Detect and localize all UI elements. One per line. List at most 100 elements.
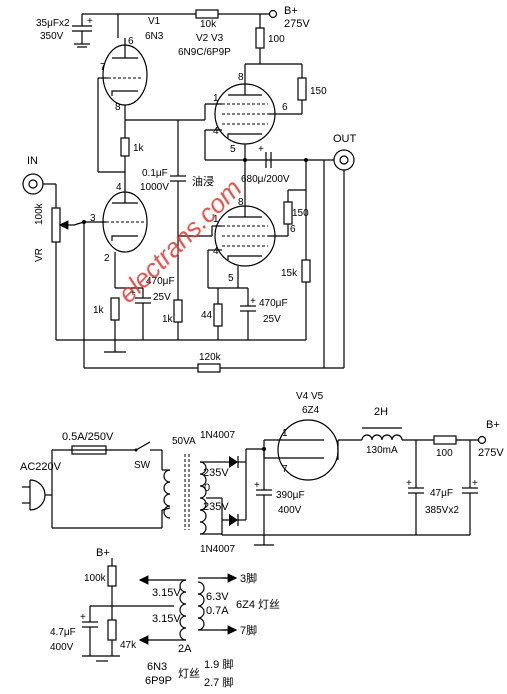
resistor-15k-label: 15k [281,268,298,279]
cap-47u-voltage: 400V [50,642,74,653]
in-label: IN [27,155,38,167]
choke-label: 2H [374,406,388,418]
pin-1b: 1 [213,214,219,225]
choke-coil [338,427,434,441]
cap-01uf-label: 0.1μF [142,168,168,179]
resistor-10k: 10k [195,9,219,30]
fil-word-label: 灯丝 [178,667,200,680]
volume-pot: VR 100k [34,202,85,340]
out-label: OUT [333,133,357,145]
pin-27-label: 2.7 脚 [204,675,233,689]
tube-v2: 8 1 6 4 5 [204,63,302,160]
heater-transformer: 3.15V 3.15V 3脚 6.3V 0.7A 6Z4 灯丝 7脚 2A 6N… [138,571,280,689]
pin-1a: 1 [213,93,219,104]
diode-bottom-label: 1N4007 [200,544,235,555]
choke-current: 130mA [366,445,398,456]
v2v3-label: V2 V3 [196,33,224,44]
v1-label: V1 [148,16,161,27]
vr-value: 100k [34,202,45,225]
power-switch[interactable]: SW [106,441,162,471]
cap-47uf-label: 47μF [430,488,453,499]
bplus-voltage-top: 275V [284,18,310,30]
v4v5-type: 6Z4 [302,405,320,416]
resistor-44-label: 44 [201,310,213,321]
bplus-terminal-top: B+ 275V [268,5,310,30]
v315a-label: 3.15V [152,587,181,599]
heater-bias: 100k + 4.7μF 400V 47k [50,558,148,662]
fil-tubes2-label: 6P9P [145,675,172,687]
cap-01uf: 0.1μF 1000V 油浸 [140,120,214,237]
resistor-1k-b: 1k [162,236,183,340]
cap-470uf-a: + 470μF 25V [130,276,175,340]
pin-5b: 5 [228,273,234,284]
pin-6b: 6 [290,224,296,235]
sec-235b: 235V [203,501,229,513]
fuse: 0.5A/250V [62,431,114,455]
resistor-100-top-label: 100 [268,34,285,45]
resistor-1k-mid-label: 1k [133,143,145,154]
resistor-1k-mid: 1k [120,119,205,172]
resistor-47k-label: 47k [120,640,137,651]
cap-470uf-a-label: 470μF [146,276,175,287]
v1-type: 6N3 [145,31,164,42]
pin-3-label: 3脚 [240,571,257,585]
cap-470uf-b-label: 470μF [259,298,288,309]
v2v3-type: 6N9C/6P9P [178,47,231,58]
pin-6: 6 [128,36,134,47]
resistor-44: 44 [201,288,223,340]
cap-47u-label: 4.7μF [50,627,76,638]
svg-text:+: + [254,480,260,491]
tube-v3: 8 1 6 4 5 [207,160,296,289]
svg-text:+: + [406,478,412,489]
cap-470uf-a-voltage: 25V [153,292,171,303]
output-jack: OUT [324,133,357,369]
cap-470uf-b-voltage: 25V [263,314,281,325]
sec-0: 0 [204,482,210,494]
resistor-150-top: 150 [280,64,327,115]
v315b-label: 3.15V [152,613,181,625]
pin-7-label: 7脚 [240,623,257,637]
mains-plug [22,450,53,528]
svg-text:+: + [130,288,136,299]
cap-390uf-label: 390μF [276,490,305,501]
pin-7: 7 [100,62,106,73]
ac-label: AC220V [20,461,62,473]
fil-tubes-label: 6N3 [147,661,167,673]
pin-8c: 8 [238,197,244,208]
cap-01uf-voltage: 1000V [140,182,169,193]
svg-text:+: + [87,16,93,27]
pin-3-v1: 3 [90,213,96,224]
svg-text:+: + [250,296,256,307]
v4v5-label: V4 V5 [296,391,324,402]
resistor-150-mid-label: 150 [292,208,309,219]
input-jack: IN [22,155,57,208]
resistor-10k-label: 10k [200,19,217,30]
resistor-1k-a-label: 1k [93,305,105,316]
cap-47uf-voltage: 385Vx2 [425,505,459,516]
pin-1-ps: 1 [282,428,288,439]
pin-4a: 4 [213,126,219,137]
cap-47uf-pair: + + 47μF 385Vx2 [406,478,478,535]
pin-2-v1: 2 [104,253,110,264]
pin-8a: 8 [115,102,121,113]
switch-label: SW [134,460,151,471]
cap-35uf-voltage: 350V [40,31,64,42]
fil-6z4-label: 6Z4 灯丝 [236,598,280,611]
pin-19-label: 1.9 脚 [204,657,233,671]
pin-8b: 8 [238,72,244,83]
diode-top-label: 1N4007 [200,430,235,441]
a2-label: 2A [178,643,192,655]
cap-390uf-voltage: 400V [278,505,302,516]
fuse-label: 0.5A/250V [62,431,114,443]
cap-35uf-label: 35μFx2 [36,18,70,29]
pin-6a: 6 [282,102,288,113]
a07-label: 0.7A [206,605,229,617]
resistor-100-ps-label: 100 [436,448,453,459]
sec-235a: 235V [203,467,229,479]
pin-4-v1: 4 [116,182,122,193]
bplus-label-top: B+ [284,5,298,17]
cap-680uf: + 680μ/200V [241,144,290,185]
va-label: 50VA [172,436,196,447]
resistor-120k-label: 120k [199,352,222,363]
resistor-150-top-label: 150 [310,86,327,97]
